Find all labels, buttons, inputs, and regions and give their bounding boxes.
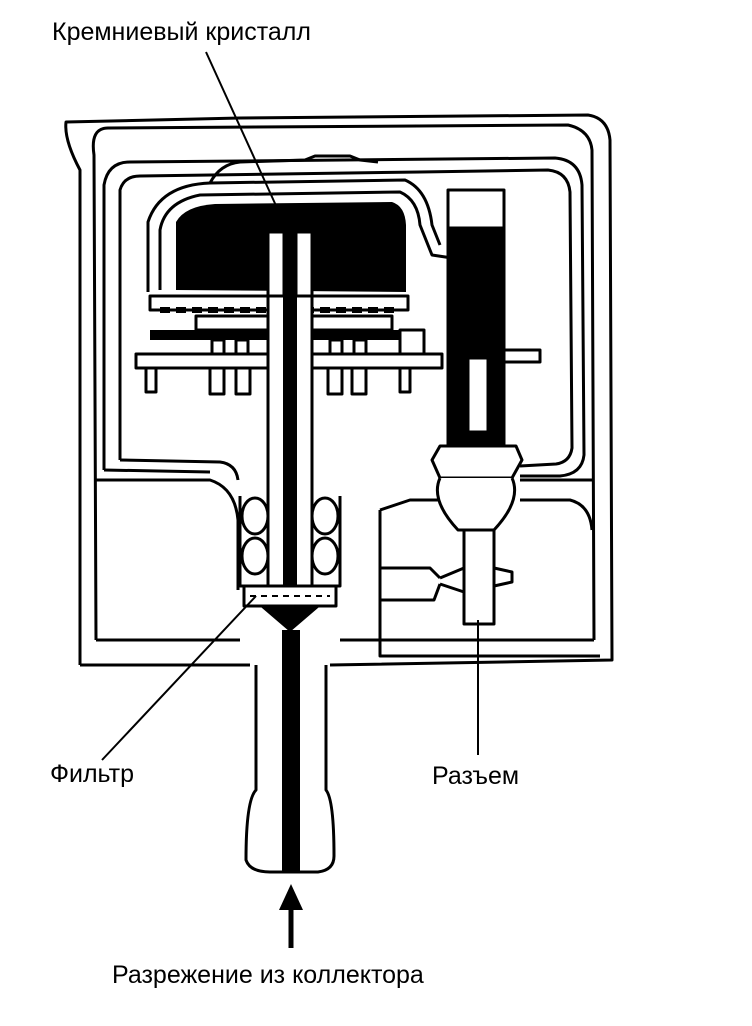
- leader-crystal: [205, 51, 289, 233]
- leader-lines: [101, 51, 479, 761]
- filter-element: [242, 584, 338, 608]
- label-silicon-crystal: Кремниевый кристалл: [52, 18, 311, 46]
- leader-filter: [101, 595, 257, 761]
- connector-assembly: [378, 188, 600, 658]
- label-connector: Разъем: [432, 762, 520, 790]
- inner-cover: [102, 154, 586, 481]
- sensor-housing: [64, 113, 614, 667]
- vacuum-arrow: [279, 884, 303, 948]
- inlet-pipe: [244, 604, 336, 874]
- label-filter: Фильтр: [50, 760, 134, 788]
- label-manifold-vacuum: Разрежение из коллектора: [112, 961, 424, 989]
